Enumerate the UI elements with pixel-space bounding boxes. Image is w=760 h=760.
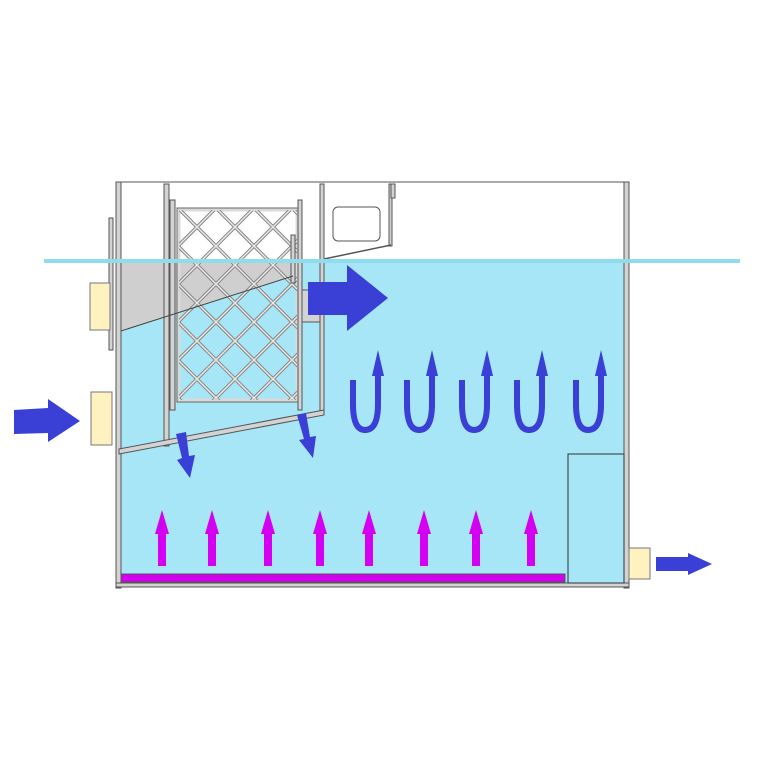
filter-frame-left [169,199,176,411]
top-compartment-window [332,206,381,242]
lattice-strand [0,210,100,510]
circulation-u-arrow-icon [404,372,435,434]
circulation-arrowhead [481,350,493,376]
circulation-u-arrow-icon [573,372,604,434]
tank-left-wall [115,181,122,589]
aeration-arrow-icon [524,510,538,566]
top-compartment-slope [323,244,392,260]
aeration-arrow-icon [313,510,327,566]
air-gap-boundary [120,275,294,332]
lattice-strand [212,315,297,400]
lattice-strand [179,277,297,399]
lattice-strand [250,353,297,400]
inlet-arrow-icon [14,399,80,442]
aeration-arrow-icon [155,510,169,566]
aeration-arrow-icon [417,510,431,566]
outlet-port [628,547,651,580]
overflow-arrow-icon [308,265,388,331]
top-right-tab [390,183,396,199]
inlet-port [90,391,113,446]
tank-bottom [115,582,630,588]
sump-box [567,453,625,584]
circulation-u-arrow-icon [459,372,490,434]
circulation-arrowhead [426,350,438,376]
circulation-u-arrow-icon [514,372,545,434]
aeration-arrow-icon [261,510,275,566]
circulation-arrowhead [536,350,548,376]
baffle-1 [163,183,170,447]
aeration-arrow-icon [362,510,376,566]
aeration-bar [120,573,566,583]
upper-port [89,282,111,331]
water-level-line [44,259,740,263]
sloped-floor-plate [118,409,325,455]
aeration-arrow-icon [205,510,219,566]
outlet-arrow-icon [656,553,712,575]
lattice-strand [0,210,100,510]
lattice-strand [0,210,100,510]
tank-right-wall [623,181,630,589]
aeration-arrow-icon [469,510,483,566]
circulation-u-arrow-icon [350,372,381,434]
circulation-arrowhead [372,350,384,376]
circulation-arrowhead [595,350,607,376]
filter-frame-right [297,199,303,411]
drain-arrow-icon-1 [176,432,195,478]
lattice-strand [0,210,100,510]
drain-arrow-icon-2 [297,413,316,458]
